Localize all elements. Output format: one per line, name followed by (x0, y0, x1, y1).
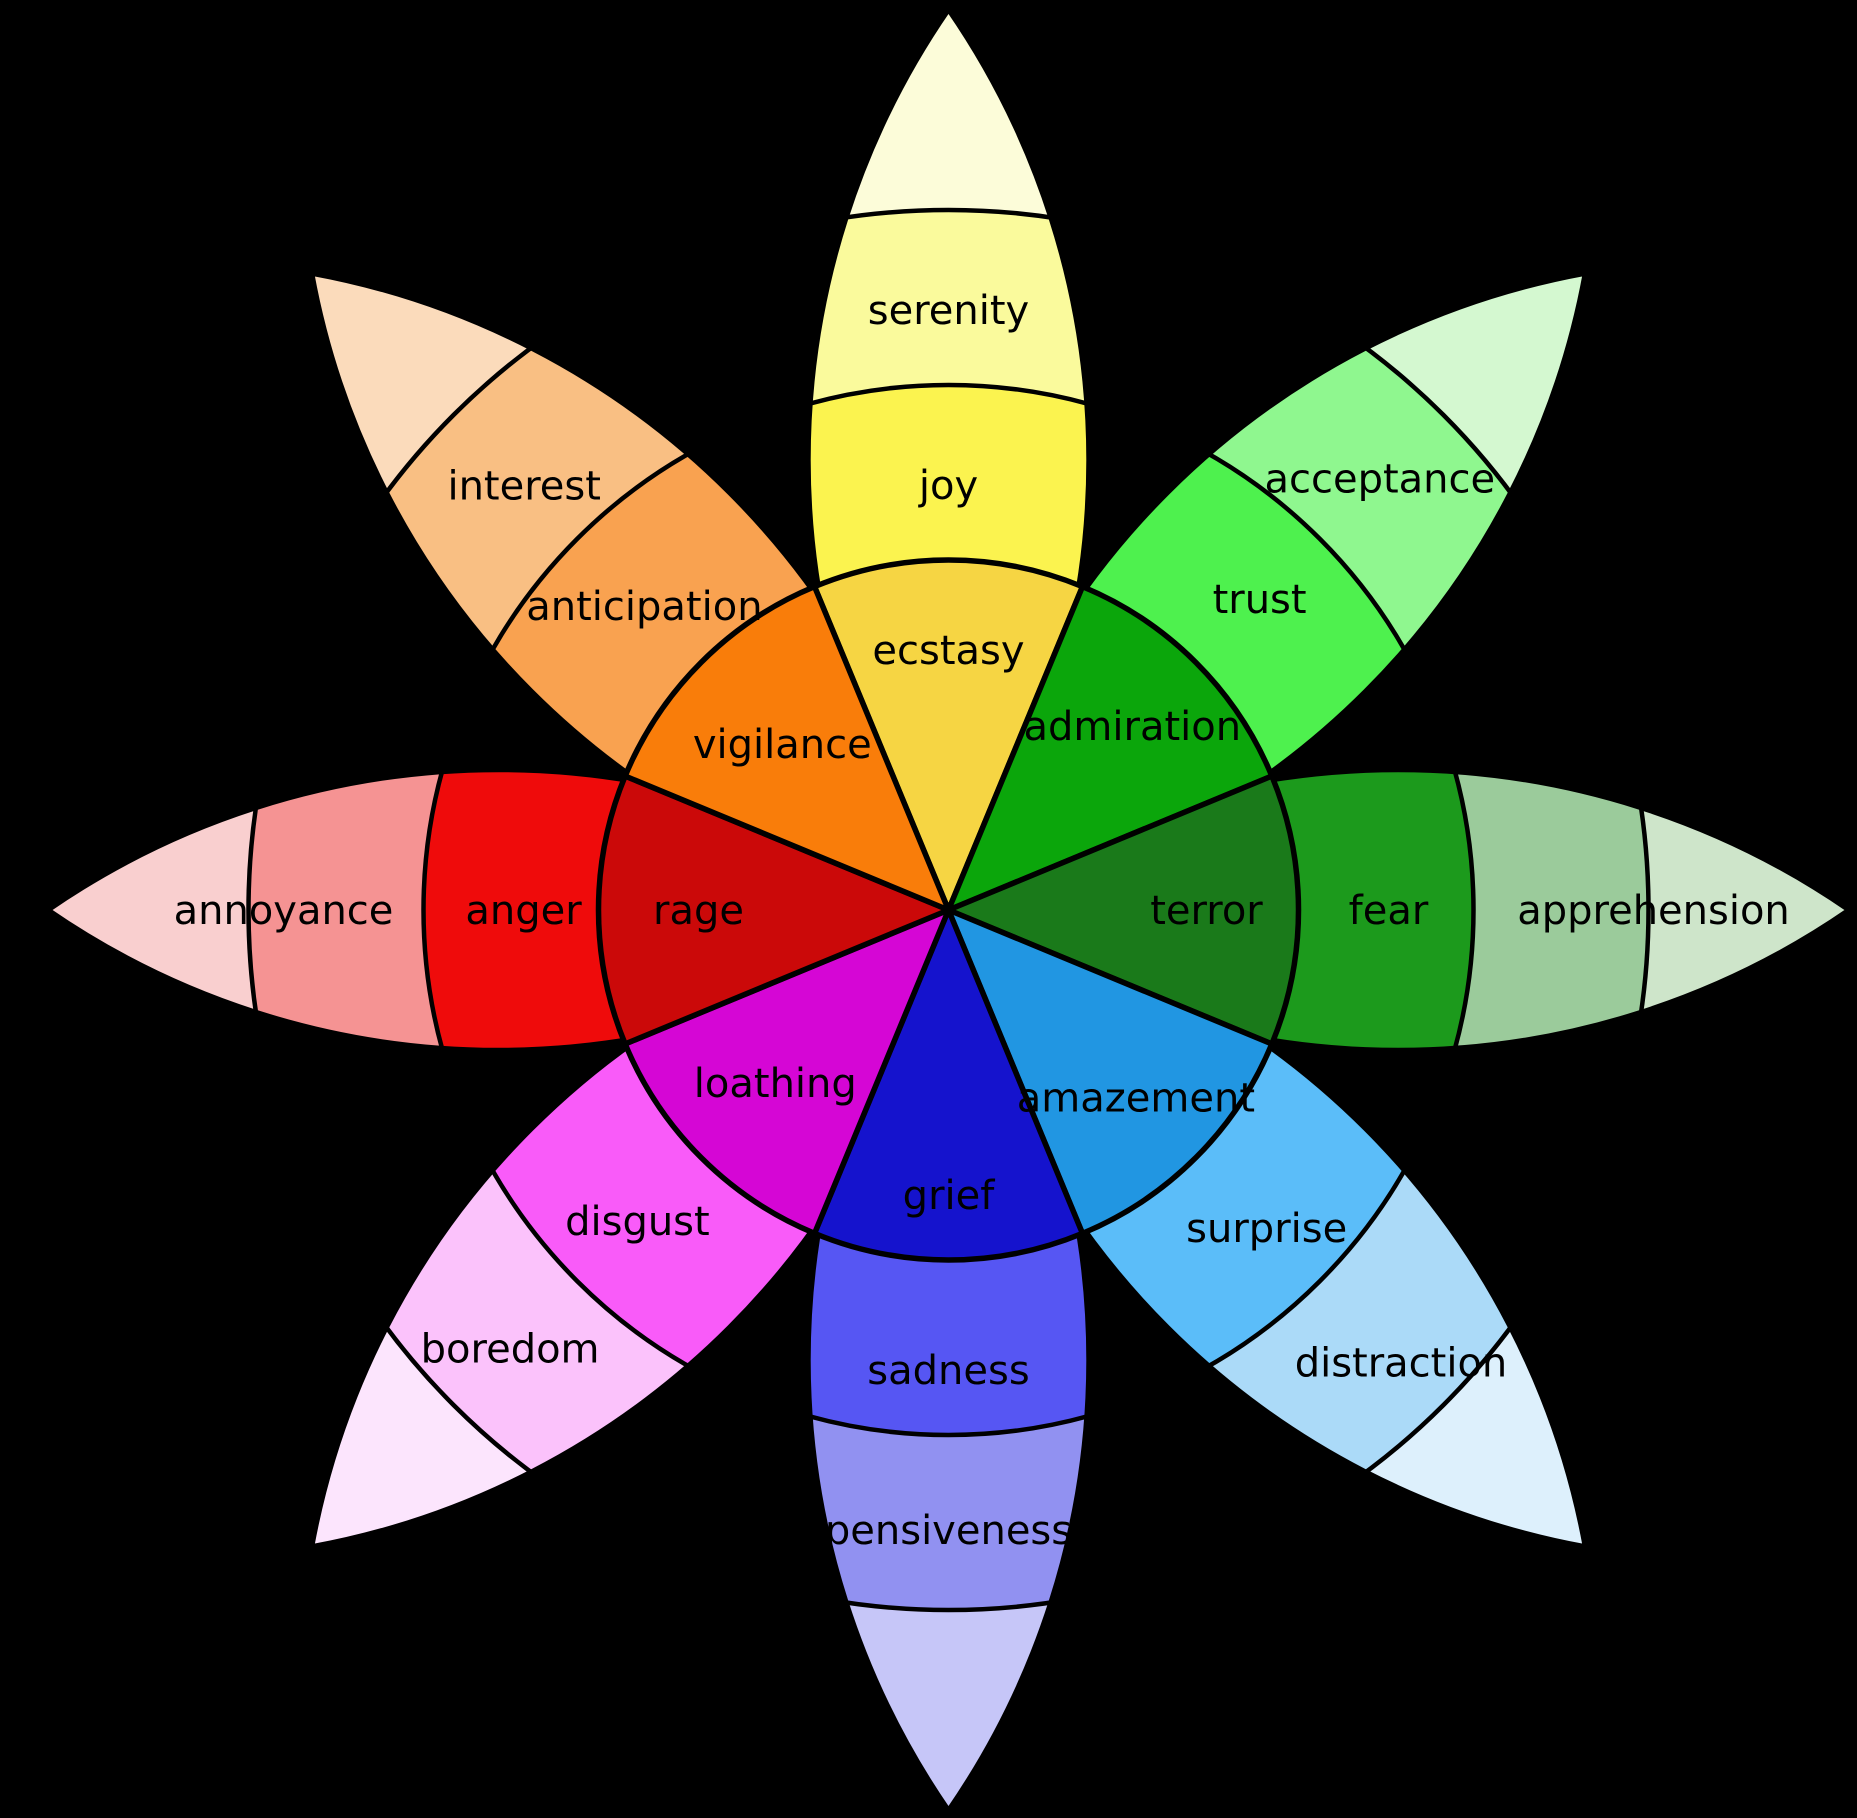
label-anger: anger (465, 888, 582, 934)
label-interest: interest (447, 464, 600, 510)
band-separator-inner (421, 810, 1048, 1438)
band-separator-outer (808, 207, 1089, 910)
label-surprise: surprise (1186, 1206, 1347, 1252)
label-acceptance: acceptance (1264, 457, 1495, 503)
label-joy: joy (918, 463, 978, 509)
band-separator-inner (421, 382, 1048, 1010)
sector-group-terror (941, 772, 1302, 1048)
sector-vigilance (621, 583, 954, 916)
label-boredom: boredom (421, 1326, 600, 1372)
sector-group-rage (595, 772, 956, 1048)
sector-group-loathing (621, 904, 954, 1237)
label-sadness: sadness (867, 1348, 1029, 1394)
sector-group-grief (810, 902, 1087, 1263)
label-vigilance: vigilance (693, 722, 872, 768)
label-serenity: serenity (868, 288, 1029, 334)
label-apprehension: apprehension (1517, 888, 1790, 934)
label-pensiveness: pensiveness (825, 1508, 1072, 1554)
label-anticipation: anticipation (526, 584, 762, 630)
label-ecstasy: ecstasy (872, 628, 1024, 674)
band-separator-inner (849, 382, 1476, 1010)
band-separator-inner (421, 769, 949, 1051)
label-admiration: admiration (1024, 704, 1242, 750)
band-separator-outer (948, 769, 1651, 1051)
band-separator-inner (849, 810, 1476, 1438)
sector-terror (941, 772, 1302, 1048)
label-fear: fear (1349, 888, 1429, 934)
sector-loathing (621, 904, 954, 1237)
sector-admiration (943, 583, 1276, 916)
label-loathing: loathing (694, 1061, 857, 1107)
label-amazement: amazement (1017, 1075, 1255, 1121)
sector-group-amazement (943, 904, 1276, 1237)
sector-group-ecstasy (810, 557, 1087, 918)
band-separator-inner (808, 910, 1089, 1438)
band-separator-outer (246, 769, 949, 1051)
label-distraction: distraction (1295, 1341, 1508, 1387)
sector-group-vigilance (621, 583, 954, 916)
sector-group-admiration (943, 583, 1276, 916)
sector-rage (595, 772, 956, 1048)
label-rage: rage (653, 888, 744, 934)
band-separator-inner (808, 382, 1089, 910)
band-separator-outer (808, 910, 1089, 1613)
label-disgust: disgust (565, 1199, 710, 1245)
sector-amazement (943, 904, 1276, 1237)
label-annoyance: annoyance (174, 888, 394, 934)
sector-ecstasy (810, 557, 1087, 918)
label-trust: trust (1213, 577, 1307, 623)
band-separator-inner (948, 769, 1476, 1051)
label-terror: terror (1150, 888, 1263, 934)
label-grief: grief (903, 1173, 996, 1219)
sector-grief (810, 902, 1087, 1263)
